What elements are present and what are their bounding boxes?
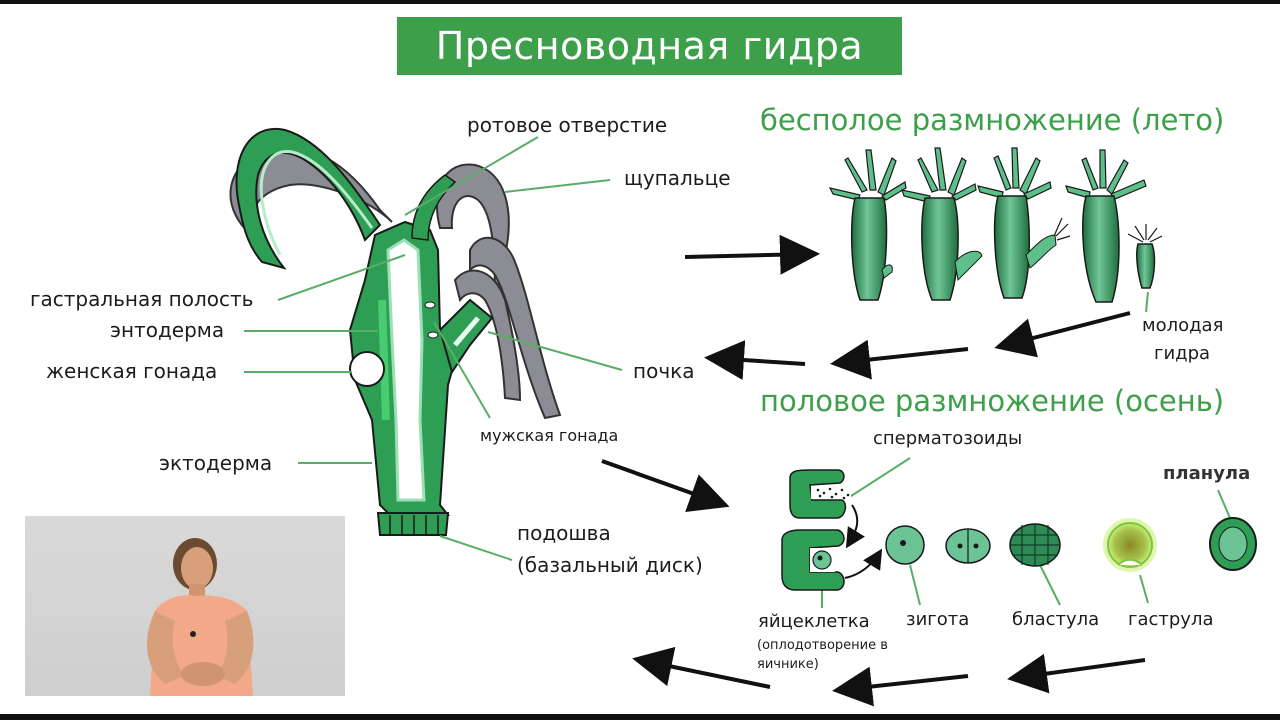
young-hydra-line2: гидра	[1142, 340, 1223, 368]
sperm-label: сперматозоиды	[873, 428, 1022, 449]
budding-hydras	[830, 148, 1162, 302]
sole-label-line1: подошва	[517, 517, 703, 549]
mouth-label: ротовое отверстие	[467, 113, 667, 137]
zygote-label: зигота	[906, 609, 969, 630]
presenter-figure	[25, 516, 345, 696]
egg-note-label: (оплодотворение в яичнике)	[757, 636, 897, 674]
sexual-heading: половое размножение (осень)	[760, 384, 1224, 418]
young-hydra-line1: молодая	[1142, 312, 1223, 340]
young-hydra-label: молодая гидра	[1142, 312, 1223, 368]
egg-label: яйцеклетка	[758, 611, 870, 632]
gastrula-label: гаструла	[1128, 609, 1213, 630]
sole-label-line2: (базальный диск)	[517, 549, 703, 581]
asexual-heading: бесполое размножение (лето)	[760, 103, 1224, 137]
sole-label: подошва (базальный диск)	[517, 517, 703, 581]
planula-label: планула	[1163, 463, 1250, 484]
ectoderm-label: эктодерма	[159, 451, 272, 475]
blastula-label: бластула	[1012, 609, 1099, 630]
bud-label: почка	[633, 359, 694, 383]
gastral-cavity-label: гастральная полость	[30, 287, 253, 311]
tentacle-label: щупальце	[624, 166, 731, 190]
female-gonad-label: женская гонада	[46, 359, 217, 383]
endoderm-label: энтодерма	[110, 318, 224, 342]
presenter-video[interactable]	[25, 516, 345, 696]
male-gonad-label: мужская гонада	[480, 426, 618, 445]
sexual-stages	[782, 470, 1256, 590]
